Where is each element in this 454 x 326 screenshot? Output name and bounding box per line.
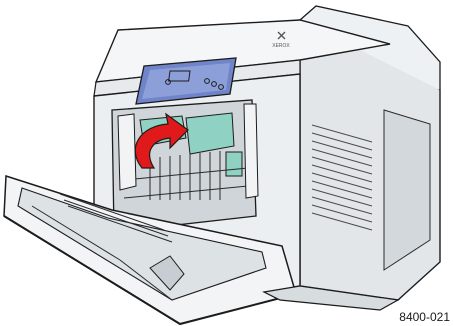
figure-id-caption: 8400-021 [399, 310, 450, 324]
logo-text: XEROX [272, 43, 290, 49]
green-tab[interactable] [226, 152, 242, 176]
left-latch[interactable] [118, 114, 136, 190]
right-latch[interactable] [244, 104, 258, 198]
